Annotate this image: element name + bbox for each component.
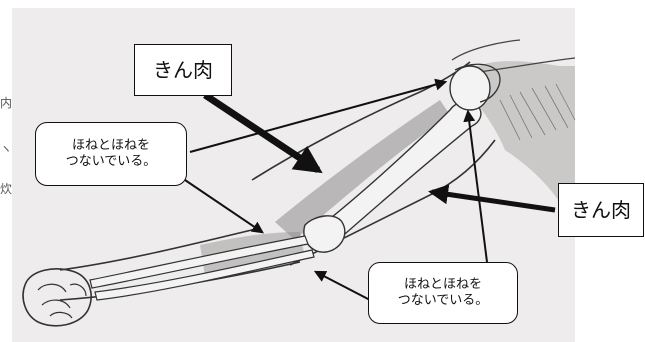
scapula-outline	[454, 63, 501, 103]
arrow-bottom-left	[313, 270, 371, 301]
shoulder-hatch	[499, 83, 576, 141]
elbow-joint	[303, 215, 346, 253]
cropped-text-fragment: ヽ	[0, 142, 13, 156]
hand-bones	[37, 283, 87, 319]
humerus-head	[449, 65, 491, 111]
tendon-note-bottom: ほねとほねを つないでいる。	[368, 262, 518, 324]
biceps-shading	[275, 100, 450, 240]
arrow-bottom-up	[463, 109, 488, 263]
forearm-top-outline	[59, 227, 261, 271]
arrow-muscle-right	[428, 184, 556, 213]
ulna-bone	[94, 249, 315, 301]
tendon-note-left: ほねとほねを つないでいる。	[35, 122, 187, 186]
hand-outline	[22, 268, 92, 327]
arrow-tendon-elbow	[181, 177, 264, 234]
radius-bone	[89, 235, 309, 289]
cropped-text-fragment: 炊	[0, 182, 13, 196]
cropped-text-fragment: 内	[0, 96, 13, 110]
arrow-tendon-shoulder	[189, 78, 448, 153]
muscle-label-right: きん肉	[558, 183, 644, 237]
muscle-label-top: きん肉	[134, 44, 232, 96]
